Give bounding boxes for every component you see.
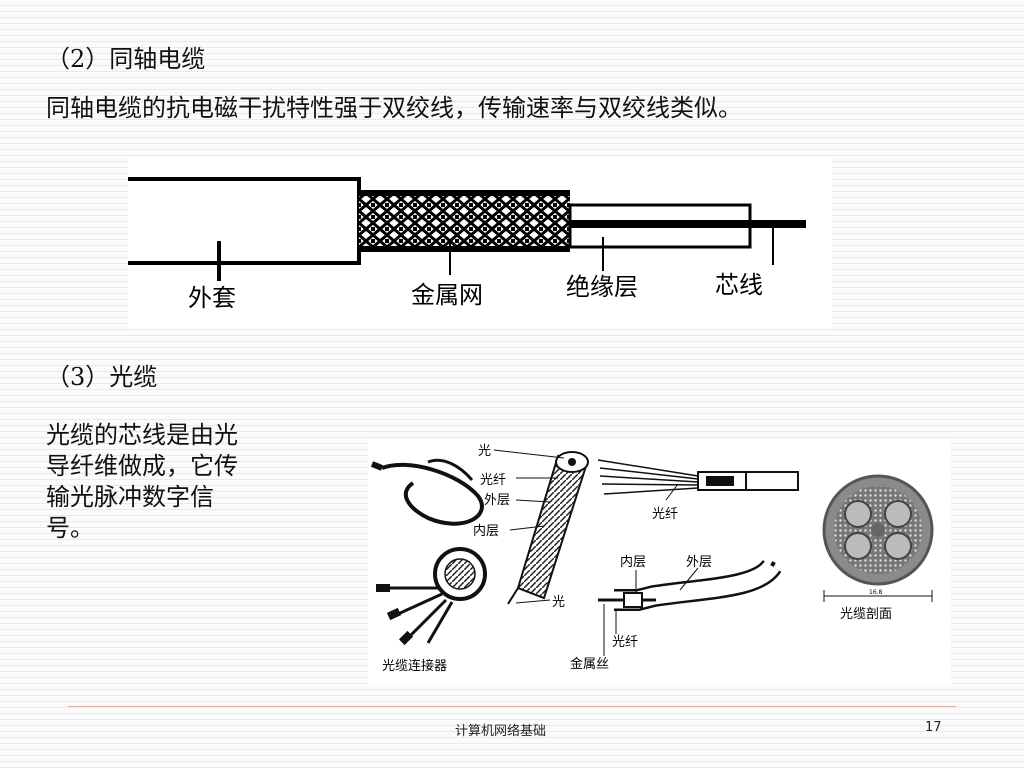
label-cross-section: 光缆剖面 bbox=[840, 606, 892, 622]
label-core-wire: 芯线 bbox=[715, 271, 763, 299]
label-inner-layer-1: 内层 bbox=[473, 523, 499, 539]
layered-cable-drawing bbox=[507, 451, 589, 605]
label-light-bottom: 光 bbox=[552, 595, 565, 610]
label-fiber-2: 光纤 bbox=[652, 507, 678, 522]
leader-inner-1 bbox=[509, 525, 545, 531]
label-outer-layer-1: 外层 bbox=[484, 493, 510, 508]
fiber-cable-illustration: 光缆连接器 光 光纤 外层 内层 光 光纤 bbox=[368, 438, 951, 684]
metal-mesh-shape bbox=[359, 190, 570, 252]
leader-fiber-2 bbox=[665, 483, 679, 501]
coax-cable-diagram: 外套 金属网 绝缘层 芯线 bbox=[128, 157, 832, 329]
section-body-coax: 同轴电缆的抗电磁干扰特性强于双绞线，传输速率与双绞线类似。 bbox=[46, 94, 742, 122]
leader-outer-1 bbox=[515, 499, 551, 503]
cross-section-drawing bbox=[822, 474, 934, 602]
label-fiber-3: 光纤 bbox=[612, 635, 638, 650]
core-wire-shape bbox=[570, 220, 806, 228]
cross-section-dimension: 16.8 bbox=[869, 589, 883, 596]
label-fiber-1: 光纤 bbox=[480, 473, 506, 488]
label-metal-wire: 金属丝 bbox=[570, 656, 609, 672]
section-body-fiber: 光缆的芯线是由光导纤维做成，它传输光脉冲数字信号。 bbox=[46, 421, 238, 542]
label-metal-mesh: 金属网 bbox=[411, 281, 483, 309]
label-outer-layer-2: 外层 bbox=[686, 555, 712, 570]
leader-light-top bbox=[493, 449, 565, 459]
label-connector: 光缆连接器 bbox=[382, 658, 447, 674]
label-inner-layer-2: 内层 bbox=[620, 554, 646, 570]
outer-jacket-shape bbox=[128, 177, 361, 265]
connector-drawing bbox=[376, 547, 487, 646]
label-insulation: 绝缘层 bbox=[566, 273, 638, 301]
section-heading-fiber: （3）光缆 bbox=[46, 363, 158, 391]
label-light-top: 光 bbox=[478, 444, 491, 459]
leader-outer-2 bbox=[679, 567, 699, 591]
fanned-fibers-drawing bbox=[597, 459, 799, 495]
footer-title: 计算机网络基础 bbox=[455, 724, 547, 739]
section-heading-coax: （2）同轴电缆 bbox=[46, 45, 206, 73]
leader-light-bottom bbox=[515, 599, 551, 604]
page-number: 17 bbox=[925, 720, 942, 735]
footer-divider bbox=[68, 706, 956, 707]
label-jacket: 外套 bbox=[188, 284, 236, 312]
patch-cable-drawing bbox=[370, 458, 484, 526]
curved-cable-drawing bbox=[598, 558, 782, 611]
